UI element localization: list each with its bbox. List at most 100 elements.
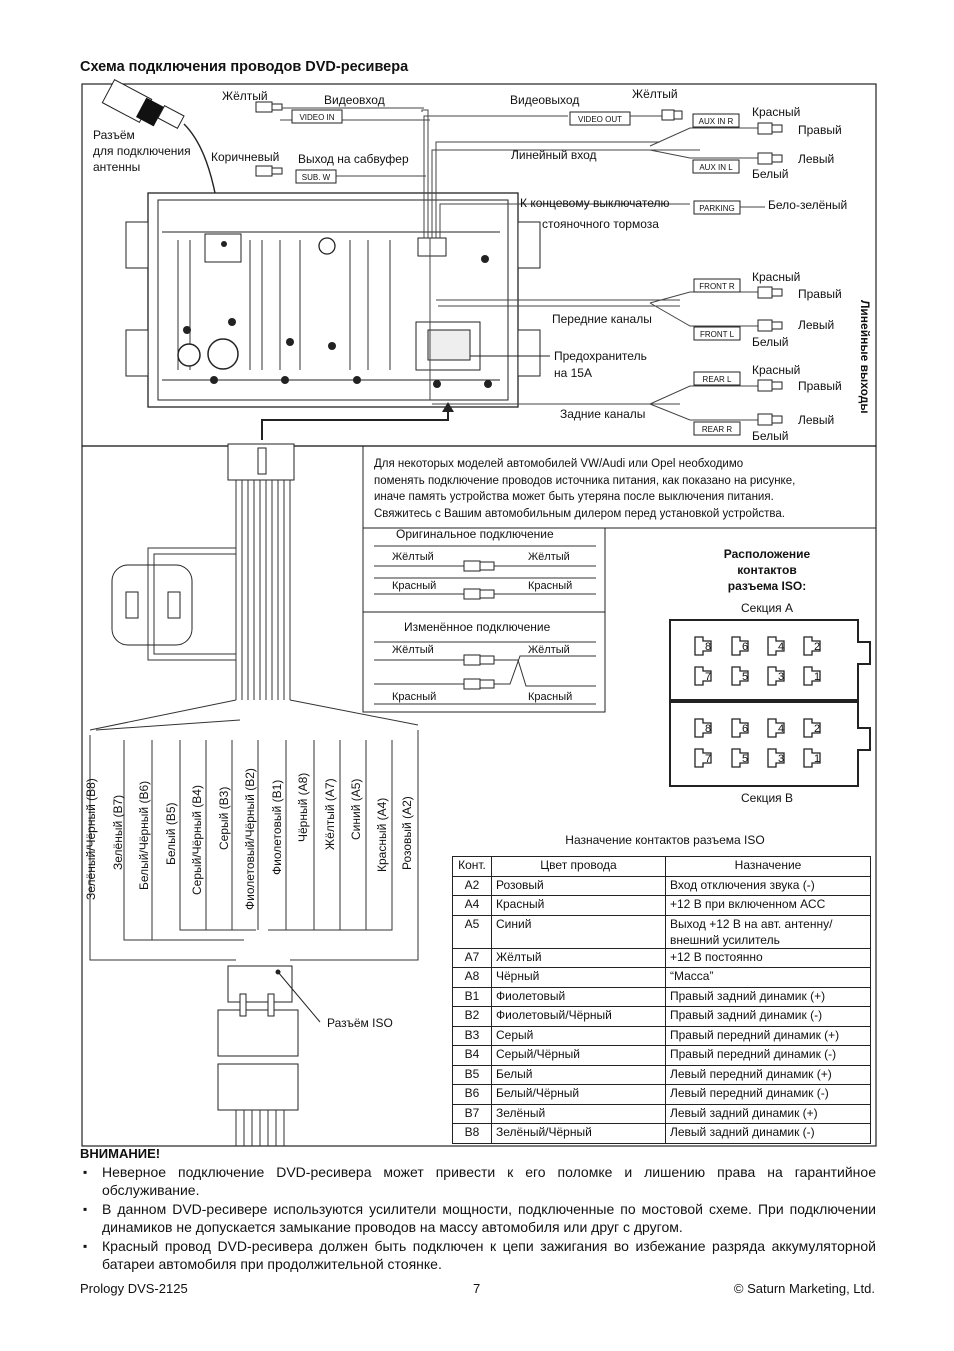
svg-text:Белый: Белый	[752, 429, 788, 443]
svg-text:Серый/Чёрный (В4): Серый/Чёрный (В4)	[190, 785, 204, 895]
function-cell: +12 В постоянно	[665, 947, 871, 968]
color-cell: Жёлтый	[491, 947, 666, 968]
iso-pin-number: 5	[742, 671, 748, 683]
svg-text:Разъём: Разъём	[93, 128, 135, 142]
iso-pin-number: 2	[814, 723, 820, 735]
rear-plates: REAR L REAR R	[693, 371, 783, 436]
table-header-row: Конт. Цвет провода Назначение	[452, 856, 871, 877]
svg-text:антенны: антенны	[93, 160, 140, 174]
rear-output-cables	[649, 385, 760, 421]
warning-item: Красный провод DVD-ресивера должен быть …	[80, 1237, 876, 1273]
iso-pin-number: 4	[778, 723, 784, 735]
svg-text:Изменённое подключение: Изменённое подключение	[404, 620, 551, 634]
video-out-cable: VIDEO OUT	[569, 109, 683, 126]
color-cell: Чёрный	[491, 967, 666, 988]
notice-line: Свяжитесь с Вашим автомобильным дилером …	[374, 507, 785, 520]
iso-pin: 5	[731, 748, 749, 768]
color-cell: Зелёный	[491, 1103, 666, 1124]
notice-line: Для некоторых моделей автомобилей VW/Aud…	[374, 458, 744, 470]
svg-text:Правый: Правый	[798, 379, 842, 393]
header-color: Цвет провода	[491, 856, 666, 877]
svg-text:Правый: Правый	[798, 287, 842, 301]
function-cell: Левый передний динамик (-)	[665, 1084, 871, 1105]
pin-cell: А2	[452, 875, 492, 896]
pin-cell: А7	[452, 947, 492, 968]
footer-model: Prology DVS-2125	[80, 1281, 188, 1296]
original-connection	[374, 545, 596, 600]
color-cell: Белый/Чёрный	[491, 1084, 666, 1105]
iso-pin-number: 5	[742, 753, 748, 765]
svg-text:стояночного тормоза: стояночного тормоза	[542, 217, 659, 231]
iso-pin-number: 7	[705, 671, 711, 683]
svg-text:разъема ISO:: разъема ISO:	[728, 579, 806, 593]
iso-pin: 4	[767, 718, 785, 738]
pin-cell: А8	[452, 967, 492, 988]
color-cell: Синий	[491, 914, 666, 949]
wire-harness	[89, 443, 419, 1146]
pin-cell: В5	[452, 1064, 492, 1085]
pin-cell: В1	[452, 986, 492, 1007]
svg-text:Секция А: Секция А	[741, 601, 793, 615]
iso-pin-number: 1	[814, 671, 820, 683]
svg-text:REAR L: REAR L	[703, 375, 732, 384]
svg-text:Левый: Левый	[798, 152, 834, 166]
svg-text:Белый/Чёрный (В6): Белый/Чёрный (В6)	[137, 781, 151, 890]
iso-pin: 1	[803, 748, 821, 768]
svg-text:Красный: Красный	[528, 580, 572, 592]
receiver-chassis	[125, 192, 541, 408]
pin-cell: А5	[452, 914, 492, 949]
iso-pin-number: 4	[778, 641, 784, 653]
function-cell: Левый передний динамик (+)	[665, 1064, 871, 1085]
svg-text:Видеовыход: Видеовыход	[510, 93, 579, 107]
notice-text: Для некоторых моделей автомобилей VW/Aud…	[374, 456, 795, 522]
color-cell: Фиолетовый	[491, 986, 666, 1007]
iso-connector-shape	[669, 619, 871, 787]
svg-text:Белый (В5): Белый (В5)	[164, 803, 178, 865]
iso-pin: 7	[694, 748, 712, 768]
svg-text:AUX IN R: AUX IN R	[699, 117, 734, 126]
svg-text:Фиолетовый (В1): Фиолетовый (В1)	[270, 780, 284, 875]
svg-text:Жёлтый (А7): Жёлтый (А7)	[323, 778, 337, 850]
header-function: Назначение	[665, 856, 871, 877]
svg-text:Выход на сабвуфер: Выход на сабвуфер	[298, 152, 409, 166]
svg-text:Красный: Красный	[392, 580, 436, 592]
svg-text:REAR R: REAR R	[702, 425, 732, 434]
svg-text:Красный: Красный	[528, 691, 572, 703]
aux-plates: AUX IN R AUX IN L	[692, 113, 783, 174]
svg-text:Линейные выходы: Линейные выходы	[858, 300, 872, 414]
notice-line: поменять подключение проводов источника …	[374, 474, 796, 487]
svg-text:Правый: Правый	[798, 123, 842, 137]
svg-text:Жёлтый: Жёлтый	[392, 644, 434, 656]
warning-section: ВНИМАНИЕ! Неверное подключение DVD-ресив…	[80, 1146, 876, 1274]
iso-pin-number: 8	[705, 641, 711, 653]
svg-text:Синий (А5): Синий (А5)	[349, 779, 363, 840]
color-cell: Белый	[491, 1064, 666, 1085]
wire-labels: Зелёный/Чёрный (В8) Зелёный (В7) Белый/Ч…	[84, 768, 414, 910]
svg-text:AUX IN L: AUX IN L	[699, 163, 733, 172]
function-cell: Вход отключения звука (-)	[665, 875, 871, 896]
video-in-cable: VIDEO IN	[255, 101, 424, 124]
svg-text:Зелёный/Чёрный (В8): Зелёный/Чёрный (В8)	[84, 778, 98, 900]
iso-pin-number: 3	[778, 671, 784, 683]
color-cell: Красный	[491, 895, 666, 916]
iso-pin: 6	[731, 636, 749, 656]
warning-item: В данном DVD-ресивере используются усили…	[80, 1200, 876, 1236]
svg-text:PARKING: PARKING	[699, 204, 734, 213]
color-cell: Серый	[491, 1025, 666, 1046]
svg-text:Красный: Красный	[752, 105, 800, 119]
function-cell: Правый передний динамик (-)	[665, 1045, 871, 1066]
warning-title: ВНИМАНИЕ!	[80, 1146, 161, 1161]
warning-item: Неверное подключение DVD-ресивера может …	[80, 1163, 876, 1199]
svg-text:контактов: контактов	[737, 563, 796, 577]
iso-pin: 6	[731, 718, 749, 738]
footer-copyright: © Saturn Marketing, Ltd.	[733, 1281, 875, 1296]
svg-text:Линейный вход: Линейный вход	[511, 148, 597, 162]
iso-pin: 3	[767, 748, 785, 768]
